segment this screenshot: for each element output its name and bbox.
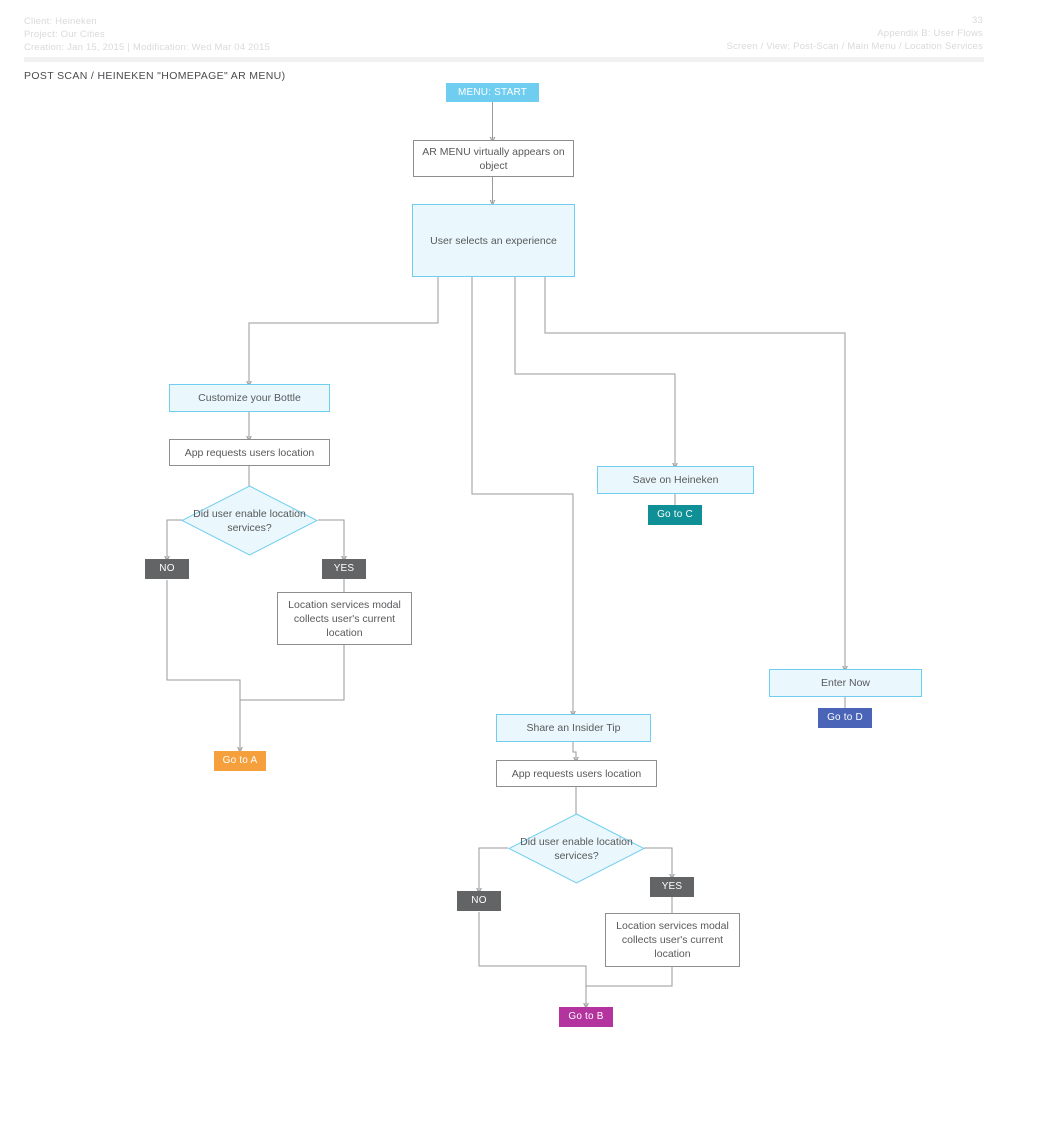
node-location-modal-bottom[interactable]: Location services modal collects user's … — [605, 913, 740, 967]
node-save-on-heineken[interactable]: Save on Heineken — [597, 466, 754, 494]
badge-no-bottom-label: NO — [471, 895, 487, 906]
header-client-line: Client: Heineken — [24, 16, 97, 27]
node-decision-location-services-bottom-label: Did user enable location services? — [520, 835, 633, 862]
node-menu-start-label: MENU: START — [457, 86, 528, 98]
node-user-selects-experience[interactable]: User selects an experience — [412, 204, 575, 277]
node-app-requests-location-bottom-label: App requests users location — [511, 767, 642, 780]
badge-no-left-label: NO — [159, 563, 175, 574]
badge-go-to-a-label: Go to A — [222, 755, 258, 766]
node-customize-your-bottle-label: Customize your Bottle — [198, 392, 301, 404]
header-screen-path-line: Screen / View: Post-Scan / Main Menu / L… — [726, 41, 983, 52]
badge-no-bottom[interactable]: NO — [457, 891, 501, 911]
badge-go-to-a[interactable]: Go to A — [214, 751, 266, 771]
node-enter-now[interactable]: Enter Now — [769, 669, 922, 697]
node-decision-location-services-bottom[interactable]: Did user enable location services? — [508, 813, 645, 884]
node-app-requests-location-left[interactable]: App requests users location — [169, 439, 330, 466]
header-divider — [24, 57, 984, 62]
node-share-insider-tip[interactable]: Share an Insider Tip — [496, 714, 651, 742]
node-save-on-heineken-label: Save on Heineken — [632, 474, 719, 486]
header-project-line: Project: Our Cities — [24, 29, 105, 40]
node-app-requests-location-bottom[interactable]: App requests users location — [496, 760, 657, 787]
badge-go-to-b-label: Go to B — [568, 1011, 604, 1022]
badge-go-to-d-label: Go to D — [827, 712, 863, 723]
badge-yes-bottom[interactable]: YES — [650, 877, 694, 897]
page-title: POST SCAN / HEINEKEN "HOMEPAGE" AR MENU) — [24, 70, 286, 82]
badge-yes-left[interactable]: YES — [322, 559, 366, 579]
node-ar-menu-appears-label: AR MENU virtually appears on object — [422, 145, 565, 172]
node-ar-menu-appears[interactable]: AR MENU virtually appears on object — [413, 140, 574, 177]
node-app-requests-location-left-label: App requests users location — [184, 446, 315, 459]
node-location-modal-left-label: Location services modal collects user's … — [288, 598, 401, 639]
header-client-info: Client: Heineken Project: Our Cities Cre… — [24, 15, 270, 54]
badge-yes-bottom-label: YES — [661, 881, 683, 892]
badge-go-to-c[interactable]: Go to C — [648, 505, 702, 525]
diamond-shape — [508, 813, 645, 884]
node-share-insider-tip-label: Share an Insider Tip — [526, 722, 621, 734]
node-user-selects-experience-label: User selects an experience — [430, 234, 557, 247]
badge-no-left[interactable]: NO — [145, 559, 189, 579]
badge-go-to-c-label: Go to C — [657, 509, 693, 520]
node-decision-location-services-left[interactable]: Did user enable location services? — [181, 485, 318, 556]
header-page-number: 33 — [972, 15, 983, 26]
header-document-info: 33 Appendix B: User Flows Screen / View:… — [726, 14, 983, 53]
header-appendix-line: Appendix B: User Flows — [877, 28, 983, 39]
diamond-shape — [181, 485, 318, 556]
header-dates-line: Creation: Jan 15, 2015 | Modification: W… — [24, 42, 270, 53]
node-menu-start[interactable]: MENU: START — [446, 83, 539, 102]
node-decision-location-services-left-label: Did user enable location services? — [193, 507, 306, 534]
node-enter-now-label: Enter Now — [820, 677, 871, 689]
badge-yes-left-label: YES — [333, 563, 355, 574]
node-location-modal-bottom-label: Location services modal collects user's … — [616, 920, 729, 960]
badge-go-to-b[interactable]: Go to B — [559, 1007, 613, 1027]
node-location-modal-left[interactable]: Location services modal collects user's … — [277, 592, 412, 645]
badge-go-to-d[interactable]: Go to D — [818, 708, 872, 728]
node-customize-your-bottle[interactable]: Customize your Bottle — [169, 384, 330, 412]
